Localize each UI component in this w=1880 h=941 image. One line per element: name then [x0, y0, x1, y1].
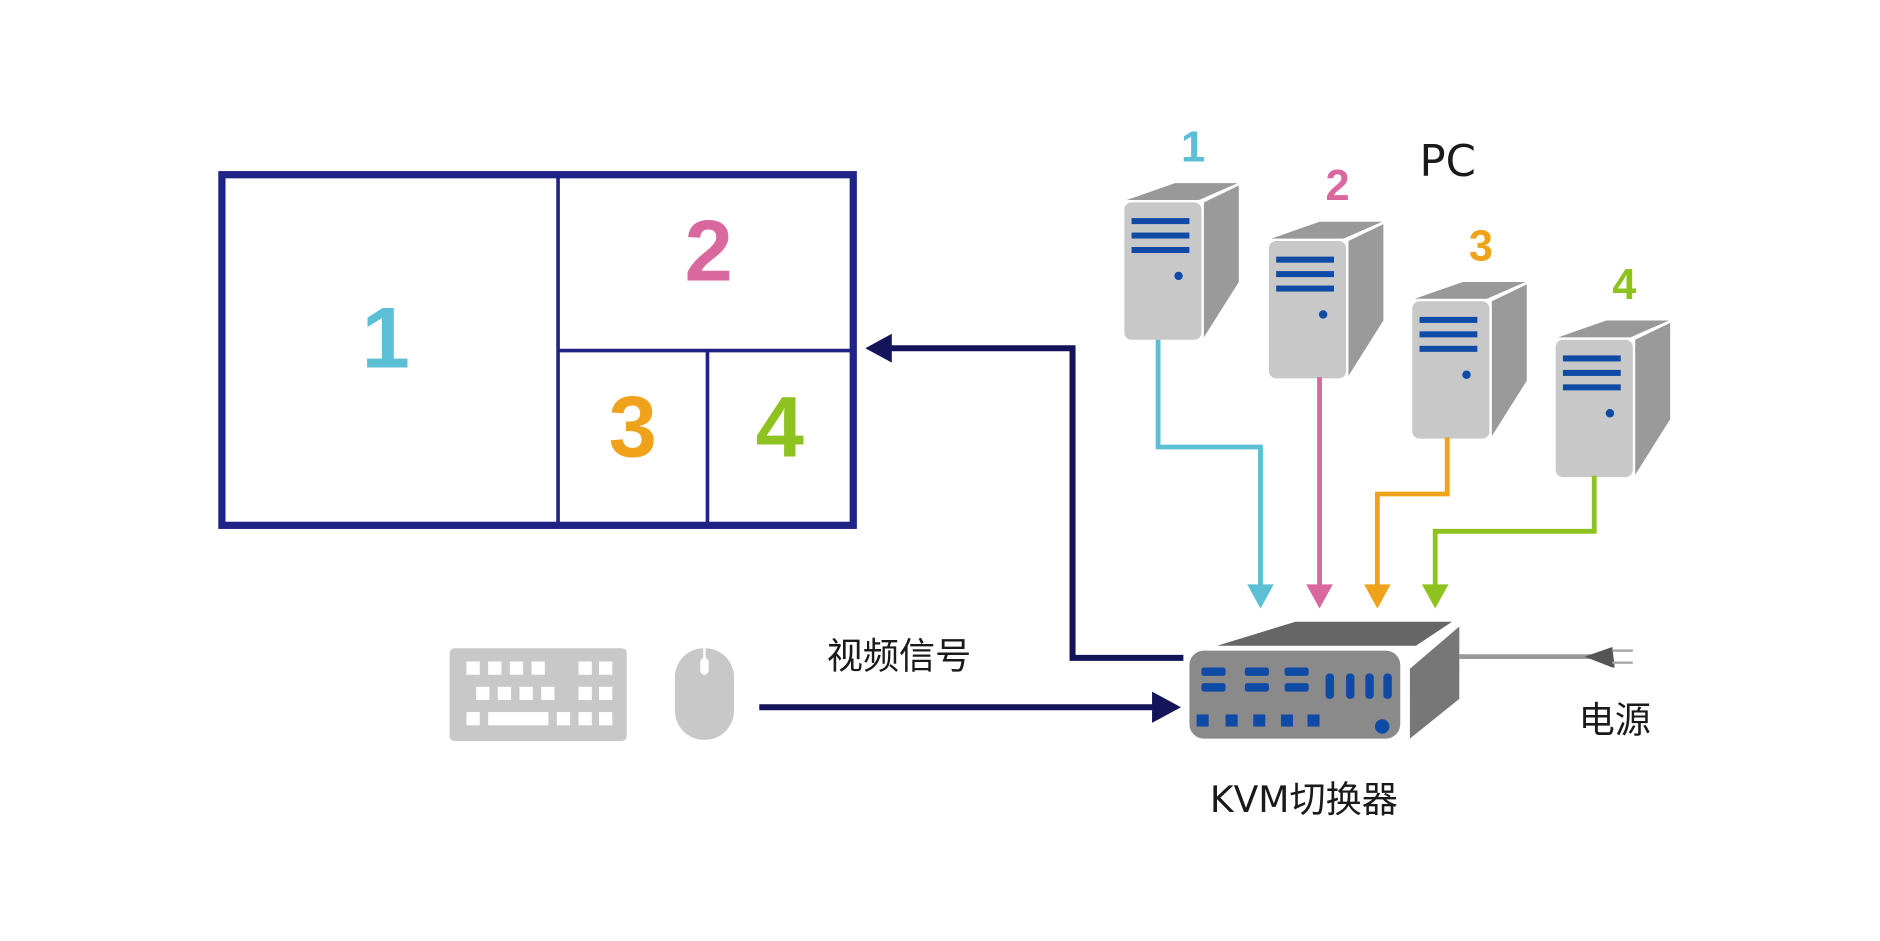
kvm-switch-label: KVM切换器: [1210, 778, 1398, 821]
pc-group-label: PC: [1420, 137, 1476, 187]
pc-1-tower-icon: [1124, 183, 1239, 340]
pc-4-tower-icon: [1555, 320, 1671, 478]
pc-3-label: 3: [1469, 222, 1493, 270]
mouse-icon: [674, 648, 734, 740]
pc-1-cable: [1155, 339, 1263, 591]
pc-2-tower-icon: [1268, 221, 1384, 379]
pc-2-label: 2: [1326, 162, 1350, 210]
pc-3-cable: [1374, 437, 1450, 591]
pane-2-number: 2: [685, 203, 733, 300]
power-plug-icon: [1459, 647, 1633, 668]
pane-1-number: 1: [362, 289, 410, 386]
arrowhead-icon: [1152, 691, 1181, 723]
power-label: 电源: [1579, 699, 1651, 742]
pane-3-number: 3: [609, 379, 657, 476]
arrowhead-icon: [1306, 584, 1333, 609]
split-screen-monitor: 1 2 3 4: [218, 171, 857, 529]
pc-1-label: 1: [1181, 123, 1205, 171]
keyboard-icon: [449, 648, 627, 741]
arrowhead-icon: [1421, 584, 1449, 609]
pc-connections: [1155, 339, 1597, 609]
video-output-arrow: [889, 345, 1184, 661]
pc-4-label: 4: [1612, 261, 1636, 309]
arrowhead-icon: [865, 333, 892, 363]
pc-3-tower-icon: [1412, 281, 1527, 439]
video-signal-label: 视频信号: [827, 635, 972, 678]
arrowhead-icon: [1364, 584, 1391, 609]
kvm-switch-icon: [1189, 621, 1460, 739]
pc-4-cable: [1432, 475, 1597, 591]
pane-4-number: 4: [756, 379, 804, 476]
arrowhead-icon: [1247, 584, 1274, 609]
